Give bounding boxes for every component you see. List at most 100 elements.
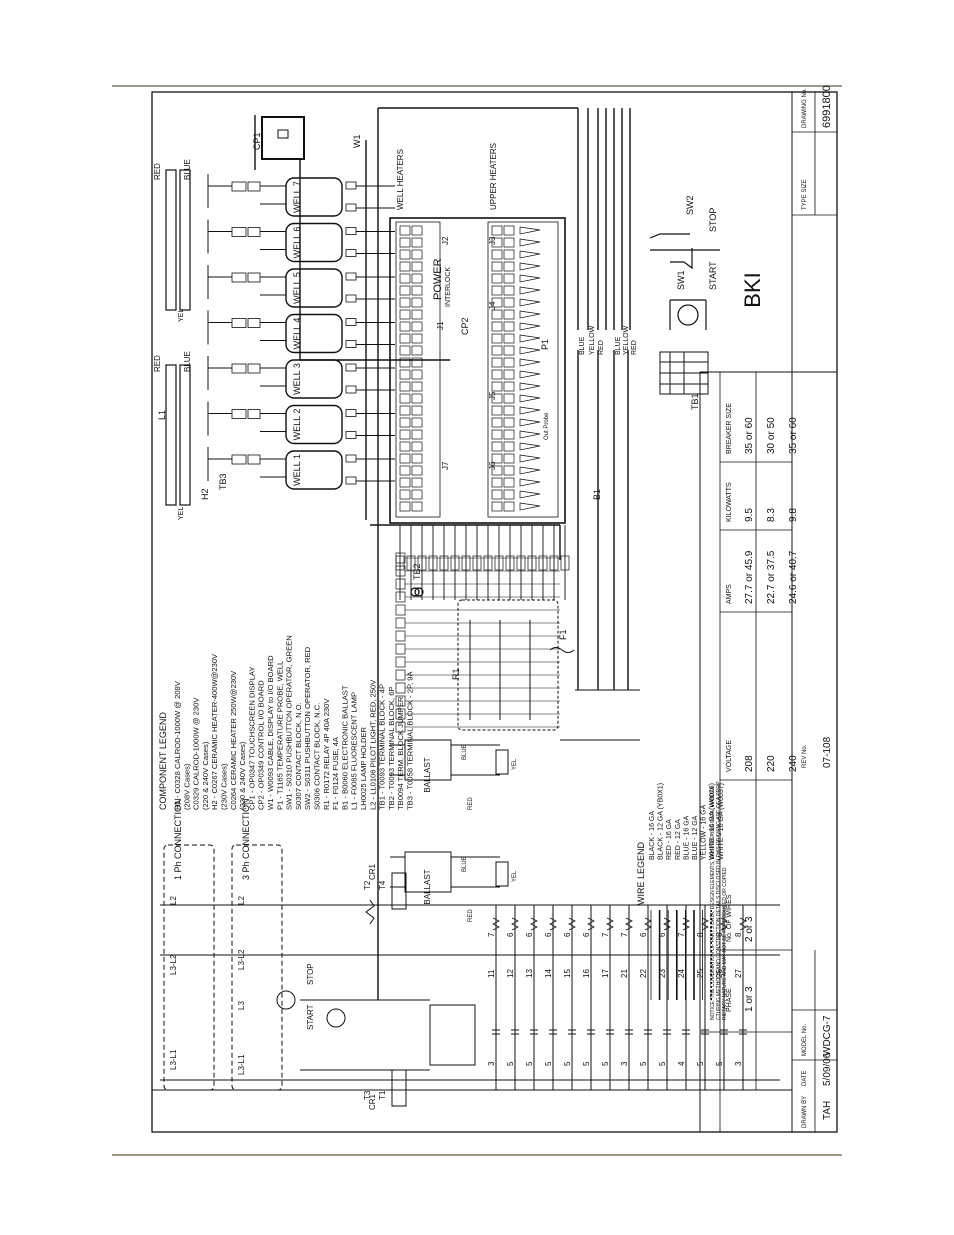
wire-legend-title: WIRE LEGEND — [636, 841, 646, 905]
component-legend-line: S0306 CONTACT BLOCK, N.C. — [313, 703, 322, 810]
component-legend-line: W1 - W0093 CABLE, DISPLAY to I/O BOARD — [266, 655, 275, 810]
table-cell: 22.7 or 37.5 — [766, 550, 777, 604]
wire-number: 3 — [734, 1061, 743, 1066]
start-label: START — [708, 261, 718, 290]
l3-l1-label: L3-L1 — [169, 1049, 178, 1070]
component-legend-line: SW2 - S0311 PUSHBUTTON OPERATOR, RED — [303, 646, 312, 810]
wire-legend-line: BLACK - 12 GA (YB0X1) — [658, 783, 665, 860]
wire-number: 8 — [734, 932, 743, 937]
wire-number: 6 — [639, 932, 648, 937]
wire-number: 5 — [544, 1061, 553, 1066]
interlock-label: INTERLOCK — [445, 267, 452, 307]
j1-label: J1 — [436, 321, 445, 330]
b1-label: B1 — [592, 489, 602, 500]
cr1-label: CR1 — [368, 1093, 377, 1110]
yel-label: YEL — [178, 309, 185, 322]
j4-label: J4 — [488, 301, 497, 310]
model: WDCG-7 — [822, 1015, 833, 1056]
wire-number: 4 — [677, 1061, 686, 1066]
yellow-label: YELLOW — [623, 325, 630, 355]
table-cell: 1 or 3 — [744, 986, 755, 1012]
component-legend-line: R1 - R0172 RELAY 4P 40A 230V — [322, 698, 331, 810]
wire-number: 6 — [506, 932, 515, 937]
cp1-label: CP1 — [252, 132, 262, 150]
h2-label: H2 — [200, 488, 210, 500]
blue-label: BLUE — [579, 336, 586, 355]
red-label: RED — [468, 797, 474, 810]
component-legend-line: TB2 - T0093 TERMINAL BLOCK, 6P — [387, 686, 396, 810]
blue-label: BLUE — [462, 744, 468, 760]
blue-label: BLUE — [615, 336, 622, 355]
wire-number: 27 — [734, 969, 743, 978]
wire-number: 7 — [620, 932, 629, 937]
notice-text: NOTICE: THE COMBINATION OF PARTS DATA, D… — [710, 786, 716, 1020]
well-box — [285, 268, 343, 308]
wire-number: 6 — [582, 932, 591, 937]
component-legend-line: TB0094 TERM. BLOCK JUMPER — [396, 696, 405, 810]
well-box — [285, 313, 343, 354]
wire-number: 5 — [696, 1061, 705, 1066]
wire-number: 22 — [639, 969, 648, 978]
red-label: RED — [631, 340, 638, 355]
wire-number: 5 — [506, 1061, 515, 1066]
l3-l2-label: L3-L2 — [237, 949, 246, 970]
well-label: WELL 5 — [292, 272, 302, 304]
rev-label: REV No. — [802, 744, 808, 768]
r1-relay — [457, 599, 640, 741]
wire-number: 21 — [620, 969, 629, 978]
table-cell: 27.7 or 45.9 — [744, 550, 755, 604]
table-header: VOLTAGE — [726, 740, 733, 772]
wire-number: 6 — [544, 932, 553, 937]
wire-number: 5 — [639, 1061, 648, 1066]
wire-number: 23 — [658, 969, 667, 978]
start-label: START — [306, 1004, 315, 1030]
well-label: WELL 4 — [292, 318, 302, 350]
component-legend-line: C0329 CALROD-1000W @ 230V — [192, 697, 201, 810]
p1-label: P1 — [540, 339, 550, 350]
cp2-board — [389, 217, 566, 524]
component-legend-line: (208V Cases) — [182, 763, 191, 810]
type-size-label: TYPE SIZE — [802, 179, 808, 210]
wire-legend-line: BLUE - 16 GA — [683, 815, 690, 860]
wire-number: 6 — [525, 932, 534, 937]
component-legend-line: C0264 CERAMIC HEATER 250W@230V — [229, 670, 238, 810]
j7-label: J7 — [441, 461, 450, 470]
table-cell: 9.8 — [788, 508, 799, 522]
component-legend-line: L2 - LL0106 PILOT LIGHT, RED, 250V — [368, 679, 377, 810]
wire-number: 5 — [601, 1061, 610, 1066]
drawing-border — [151, 91, 838, 1133]
tb2-label: TB2 — [412, 563, 422, 580]
component-legend-line: SW1 - S0310 PUSHBUTTON OPERATOR, GREEN — [285, 635, 294, 810]
wire-number: 5 — [658, 1061, 667, 1066]
component-legend-line: S0307 CONTACT BLOCK, N.O. — [294, 702, 303, 810]
wire-number: 5 — [563, 1061, 572, 1066]
sw1-label: SW1 — [676, 270, 686, 290]
tb1-terminal-block — [659, 351, 709, 395]
well-box — [285, 404, 343, 445]
drawing-no: 6991800 — [821, 85, 833, 128]
wire-number: 5 — [582, 1061, 591, 1066]
well-box — [285, 450, 343, 490]
table-cell: 220 — [766, 755, 777, 772]
component-legend-title: COMPONENT LEGEND — [158, 712, 168, 810]
well-label: WELL 7 — [292, 181, 302, 213]
table-cell: 2 or 3 — [744, 916, 755, 942]
well-label: WELL 2 — [292, 409, 302, 441]
pushbuttons — [649, 233, 720, 330]
ballast-label: BALLAST — [423, 757, 432, 792]
drawn-by: TAH — [822, 1101, 833, 1120]
wire-number: 26 — [715, 969, 724, 978]
upper-heaters-label: UPPER HEATERS — [489, 143, 498, 210]
red-label: RED — [598, 340, 605, 355]
red-label: RED — [153, 163, 162, 180]
cp1-box — [261, 116, 305, 160]
well-heaters-label: WELL HEATERS — [396, 149, 405, 210]
wire-number: 15 — [563, 969, 572, 978]
notice-text: CTURING METHODS AND CONSTRUCTION DETAILS… — [716, 781, 722, 1020]
table-cell: 8.3 — [766, 508, 777, 522]
t1-label: T1 — [378, 1090, 387, 1100]
component-legend-line: (230V Cases) — [220, 763, 229, 810]
component-legend-line: TB3 - T0058 TERMINAL BLOCK - 2P, 9A — [406, 670, 415, 810]
component-legend-line: LH0025 LAMP HOLDER — [359, 726, 368, 810]
